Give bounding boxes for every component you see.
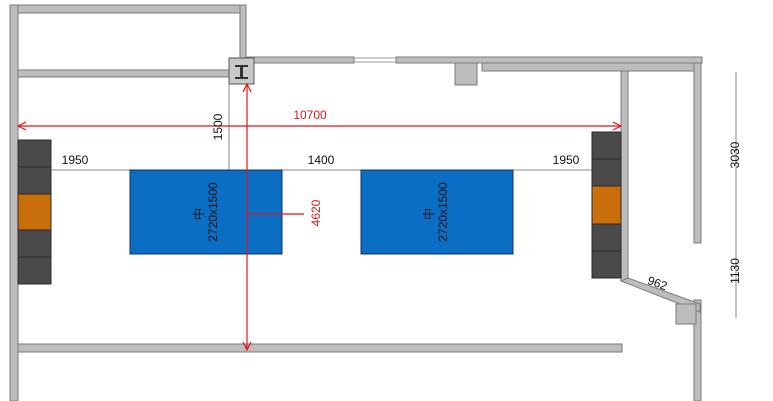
table-1-mark: 中	[191, 208, 206, 220]
seat-left-3	[17, 193, 52, 231]
table-1-size: 2720x1500	[206, 182, 220, 242]
label-right-upper: 3030	[728, 141, 742, 168]
label-gap-right: 1950	[553, 153, 580, 167]
column-web	[240, 67, 243, 77]
table-1-top[interactable]	[129, 169, 283, 255]
label-room-depth: 4620	[309, 199, 323, 226]
dimension-labels: 10700 1500 1950 1400 1950 4620 3030 1130…	[62, 108, 742, 293]
wall-right-vertical-outer-upper	[693, 62, 702, 244]
seat-left-5	[17, 256, 52, 285]
wall-right-nub	[675, 303, 697, 325]
table-1[interactable]: 中 2720x1500	[129, 169, 283, 255]
structural-column	[228, 57, 255, 85]
dim-arrow-bottom	[242, 341, 252, 352]
seat-right-1	[591, 131, 622, 160]
wall-bottom	[17, 343, 623, 353]
seat-left-2	[17, 166, 52, 195]
seat-right-2	[591, 158, 622, 187]
label-gap-left: 1950	[62, 153, 89, 167]
table-2-mark: 中	[421, 208, 436, 220]
label-right-lower: 1130	[728, 258, 742, 284]
seat-right-5	[591, 250, 622, 279]
seat-left-1	[17, 139, 52, 168]
seat-right-3	[591, 185, 622, 225]
wall-top-right	[395, 56, 703, 64]
label-clearance-top: 1500	[211, 113, 225, 140]
wall-right-vertical-inner	[620, 70, 629, 282]
red-dimensions	[16, 82, 623, 352]
left-seating	[17, 139, 52, 285]
wall-column-nub	[454, 62, 478, 86]
dim-arrow-top	[242, 82, 252, 93]
wall-left-vertical	[9, 4, 19, 401]
right-seating	[591, 131, 622, 279]
window-opening	[354, 57, 396, 63]
wall-top-left-inner	[17, 69, 247, 78]
column-flange-bottom	[235, 77, 248, 79]
walls	[9, 4, 703, 401]
table-2-top[interactable]	[360, 169, 514, 255]
column-flange-top	[235, 65, 248, 67]
label-diagonal: 962	[646, 273, 670, 293]
wall-right-vertical-outer-lower	[693, 299, 702, 401]
label-gap-middle: 1400	[308, 153, 335, 167]
wall-right-inner	[481, 62, 701, 72]
dim-arrow-right	[612, 121, 623, 131]
seat-left-4	[17, 229, 52, 258]
label-overall-width: 10700	[293, 108, 327, 122]
wall-top-mid	[245, 56, 355, 64]
table-2[interactable]: 中 2720x1500	[360, 169, 514, 255]
dim-arrow-left	[16, 121, 27, 131]
seat-right-4	[591, 223, 622, 252]
table-2-size: 2720x1500	[436, 182, 450, 242]
wall-top-left-outer	[9, 4, 247, 14]
